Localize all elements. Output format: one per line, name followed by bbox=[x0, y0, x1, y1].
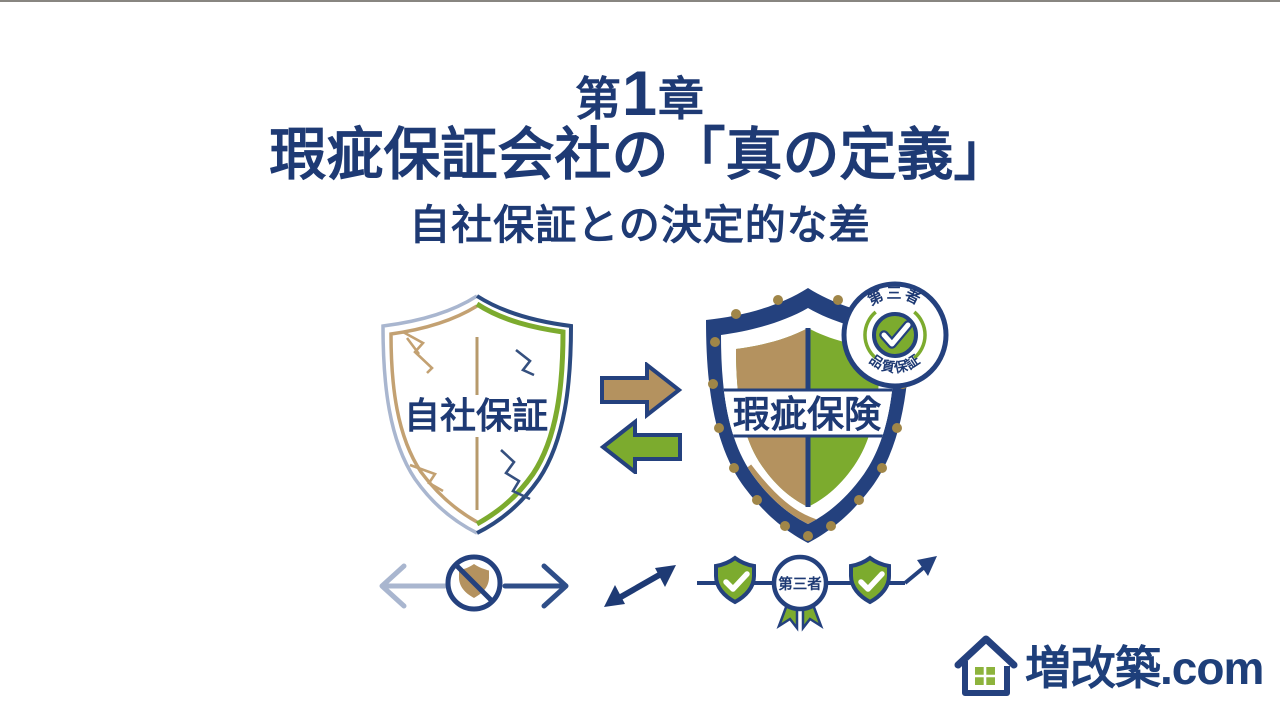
arrow-left-light-icon bbox=[379, 563, 448, 609]
two-way-arrow-icon bbox=[604, 565, 676, 607]
third-party-badge: 第三者 品質保証 bbox=[841, 281, 949, 389]
no-warranty-icon bbox=[445, 554, 503, 612]
crack-lines-left bbox=[402, 330, 444, 493]
chapter-prefix: 第 bbox=[574, 73, 622, 125]
arrow-right-navy-icon bbox=[502, 563, 569, 609]
badge-paren-left bbox=[863, 310, 877, 360]
bottom-flow: 第三者 bbox=[379, 554, 937, 632]
shield-outline-right bbox=[475, 294, 574, 535]
badge-paren-right bbox=[913, 310, 927, 360]
bottom-badge-label: 第三者 bbox=[778, 575, 822, 593]
chapter-number: 1 bbox=[621, 59, 659, 129]
ribbon-badge: 第三者 bbox=[771, 554, 829, 632]
house-logo-icon bbox=[954, 635, 1018, 696]
chapter-heading: 第1章 bbox=[0, 59, 1280, 129]
brand-text: 増改築.com bbox=[1025, 642, 1264, 694]
crack-lines-right bbox=[500, 348, 535, 501]
check-shield-icon-2 bbox=[849, 555, 891, 605]
check-shield-icon bbox=[714, 555, 756, 605]
chapter-suffix: 章 bbox=[658, 73, 706, 125]
arrow-left-icon bbox=[599, 417, 682, 474]
page-subtitle: 自社保証との決定的な差 bbox=[409, 202, 871, 248]
page-title: 瑕疵保証会社の「真の定義」 bbox=[269, 123, 1011, 187]
left-shield-label: 自社保証 bbox=[404, 395, 548, 436]
arrow-right-icon bbox=[600, 362, 683, 420]
badge-check-icon bbox=[881, 322, 911, 347]
exchange-arrows-icon bbox=[599, 362, 683, 474]
certified-shield-icon: 瑕疵保険 第三者 品質保証 bbox=[706, 281, 949, 543]
right-shield-label: 瑕疵保険 bbox=[733, 394, 882, 435]
shield-outline-left bbox=[381, 294, 478, 535]
shield-inner-outline-right bbox=[475, 301, 566, 527]
top-border-line bbox=[0, 0, 1280, 2]
shield-inner-outline-left bbox=[389, 304, 478, 524]
label-band bbox=[721, 388, 895, 438]
trend-up-arrow-icon bbox=[903, 556, 937, 585]
cracked-shield-icon: 自社保証 bbox=[381, 294, 574, 535]
brand-logo: 増改築.com bbox=[954, 632, 1264, 698]
